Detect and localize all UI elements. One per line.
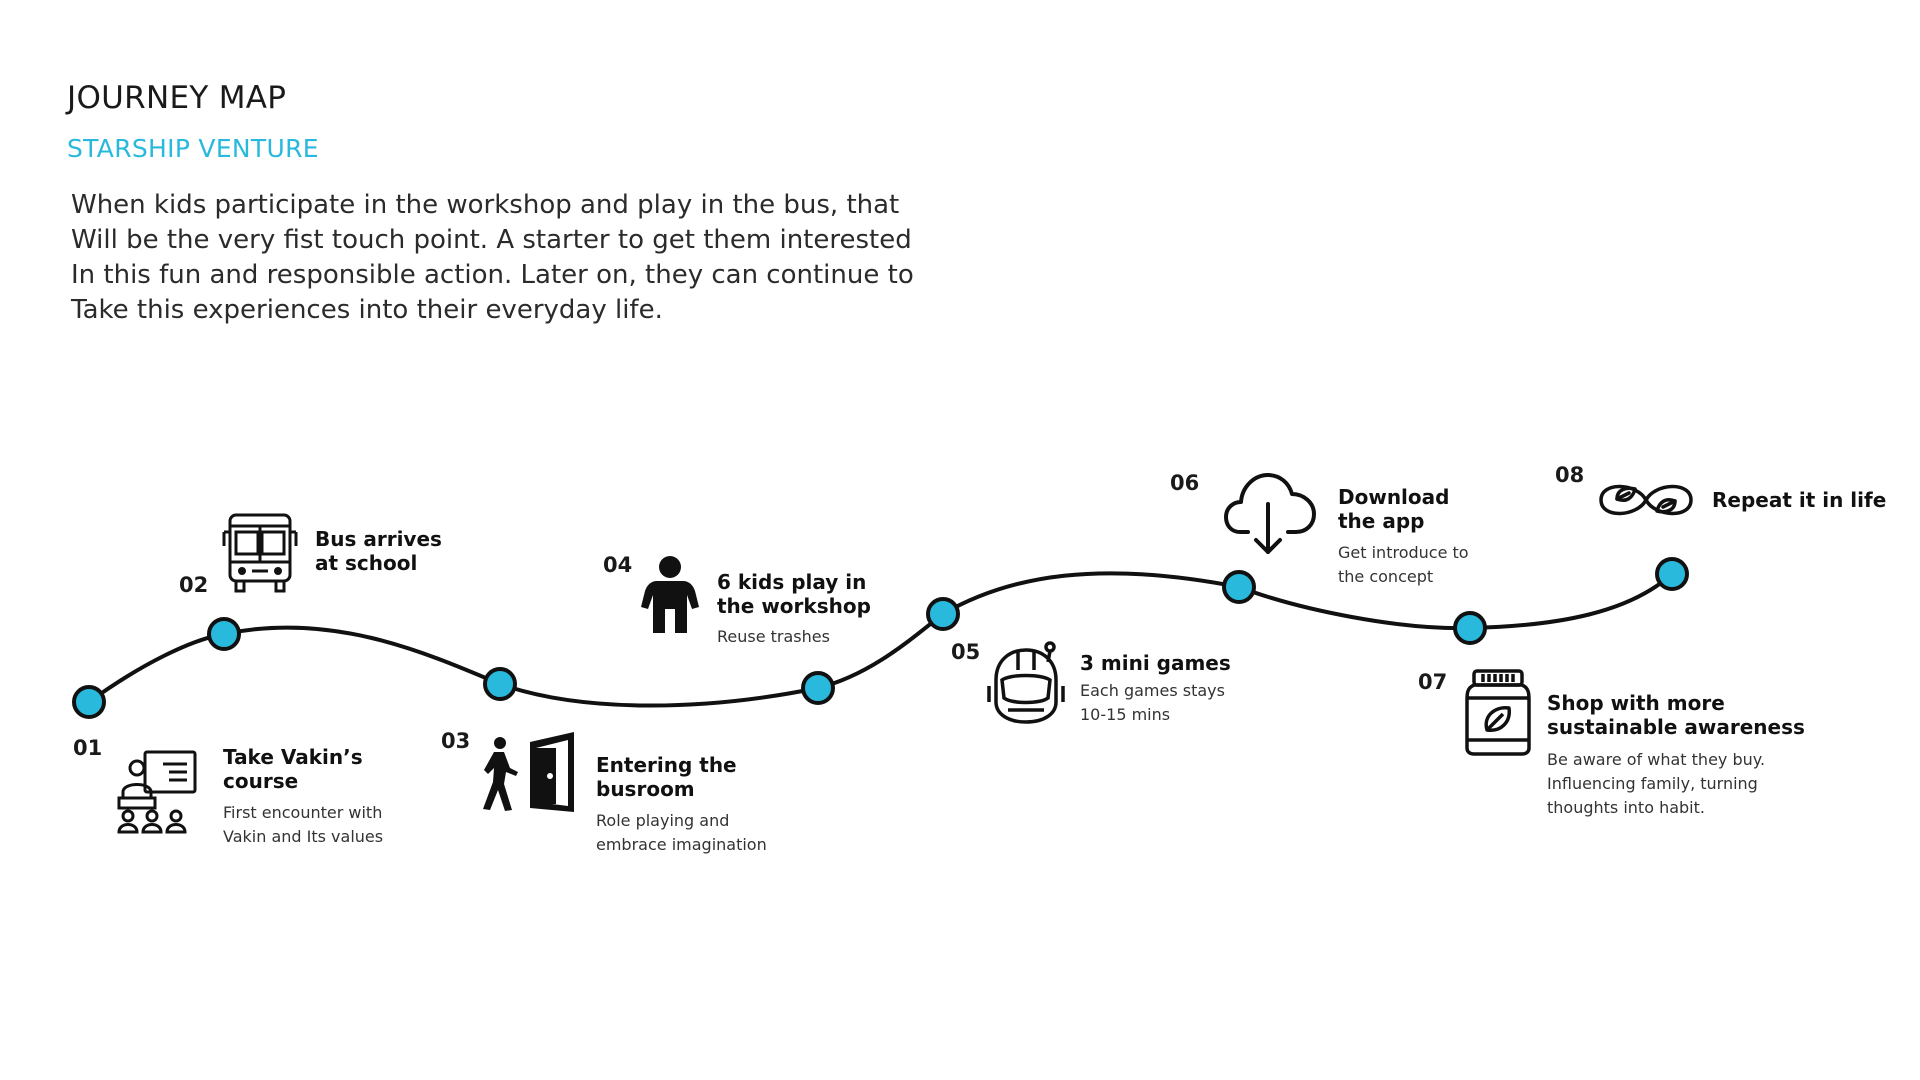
node-03 [483,667,517,701]
intro-line: Will be the very fist touch point. A sta… [71,225,912,255]
node-04 [801,671,835,705]
node-07 [1453,611,1487,645]
step-desc-line: 10-15 mins [1080,705,1171,724]
infinity-leaf-icon [1597,475,1695,525]
step-number: 04 [603,553,633,577]
step-description: Be aware of what they buy. Influencing f… [1547,748,1765,820]
step-desc-line: the concept [1338,567,1434,586]
person-entering-door-icon [478,730,574,814]
step-title-line: busroom [596,777,695,801]
step-description: Get introduce to the concept [1338,541,1469,589]
step-number: 06 [1170,471,1200,495]
node-08 [1655,557,1689,591]
step-title: 6 kids play in the workshop [717,570,871,618]
step-title-line: course [223,769,299,793]
classroom-teacher-icon [115,750,200,834]
step-title-line: Bus arrives [315,527,442,551]
intro-paragraph: When kids participate in the workshop an… [71,188,971,328]
step-title-line: at school [315,551,418,575]
page-title: JOURNEY MAP [67,80,287,116]
node-05 [926,597,960,631]
step-description: First encounter with Vakin and Its value… [223,801,383,849]
page-subtitle: STARSHIP VENTURE [67,134,319,163]
step-desc-line: Vakin and Its values [223,827,384,846]
step-desc-line: Role playing and [596,811,730,830]
step-number: 03 [441,729,471,753]
step-title: Bus arrives at school [315,527,442,575]
step-desc-line: First encounter with [223,803,383,822]
step-desc-line: embrace imagination [596,835,767,854]
intro-line: Take this experiences into their everyda… [71,295,663,325]
cloud-download-icon [1224,470,1316,556]
eco-jar-icon [1465,668,1531,756]
step-title: Entering the busroom [596,753,737,801]
step-number: 02 [179,573,209,597]
node-06 [1222,570,1256,604]
step-title-line: Entering the [596,753,737,777]
step-description: Reuse trashes [717,625,830,649]
node-02 [207,617,241,651]
node-01 [72,685,106,719]
step-title-line: Shop with more [1547,691,1725,715]
step-title-line: the workshop [717,594,871,618]
step-title-line: Take Vakin’s [223,745,363,769]
step-desc-line: Get introduce to [1338,543,1469,562]
step-title-line: the app [1338,509,1425,533]
step-number: 01 [73,736,103,760]
step-title: 3 mini games [1080,651,1231,675]
step-description: Each games stays 10-15 mins [1080,679,1225,727]
intro-line: In this fun and responsible action. Late… [71,260,914,290]
step-number: 05 [951,640,981,664]
step-desc-line: thoughts into habit. [1547,798,1705,817]
step-desc-line: Each games stays [1080,681,1225,700]
journey-curve [87,571,1674,708]
step-title-line: sustainable awareness [1547,715,1805,739]
step-desc-line: Reuse trashes [717,627,830,646]
step-desc-line: Influencing family, turning [1547,774,1758,793]
step-title-line: 6 kids play in [717,570,867,594]
step-title-line: Download [1338,485,1450,509]
step-title: Download the app [1338,485,1449,533]
step-desc-line: Be aware of what they buy. [1547,750,1766,769]
step-number: 07 [1418,670,1448,694]
step-title: Shop with more sustainable awareness [1547,691,1805,739]
step-number: 08 [1555,463,1585,487]
step-title: Take Vakin’s course [223,745,363,793]
step-title-line: Repeat it in life [1712,488,1887,512]
step-title-line: 3 mini games [1080,651,1231,675]
intro-line: When kids participate in the workshop an… [71,190,900,220]
astronaut-helmet-icon [986,640,1068,728]
bus-icon [222,512,298,594]
step-description: Role playing and embrace imagination [596,809,767,857]
journey-nodes [72,557,1689,719]
child-icon [641,555,699,635]
step-title: Repeat it in life [1712,488,1886,512]
